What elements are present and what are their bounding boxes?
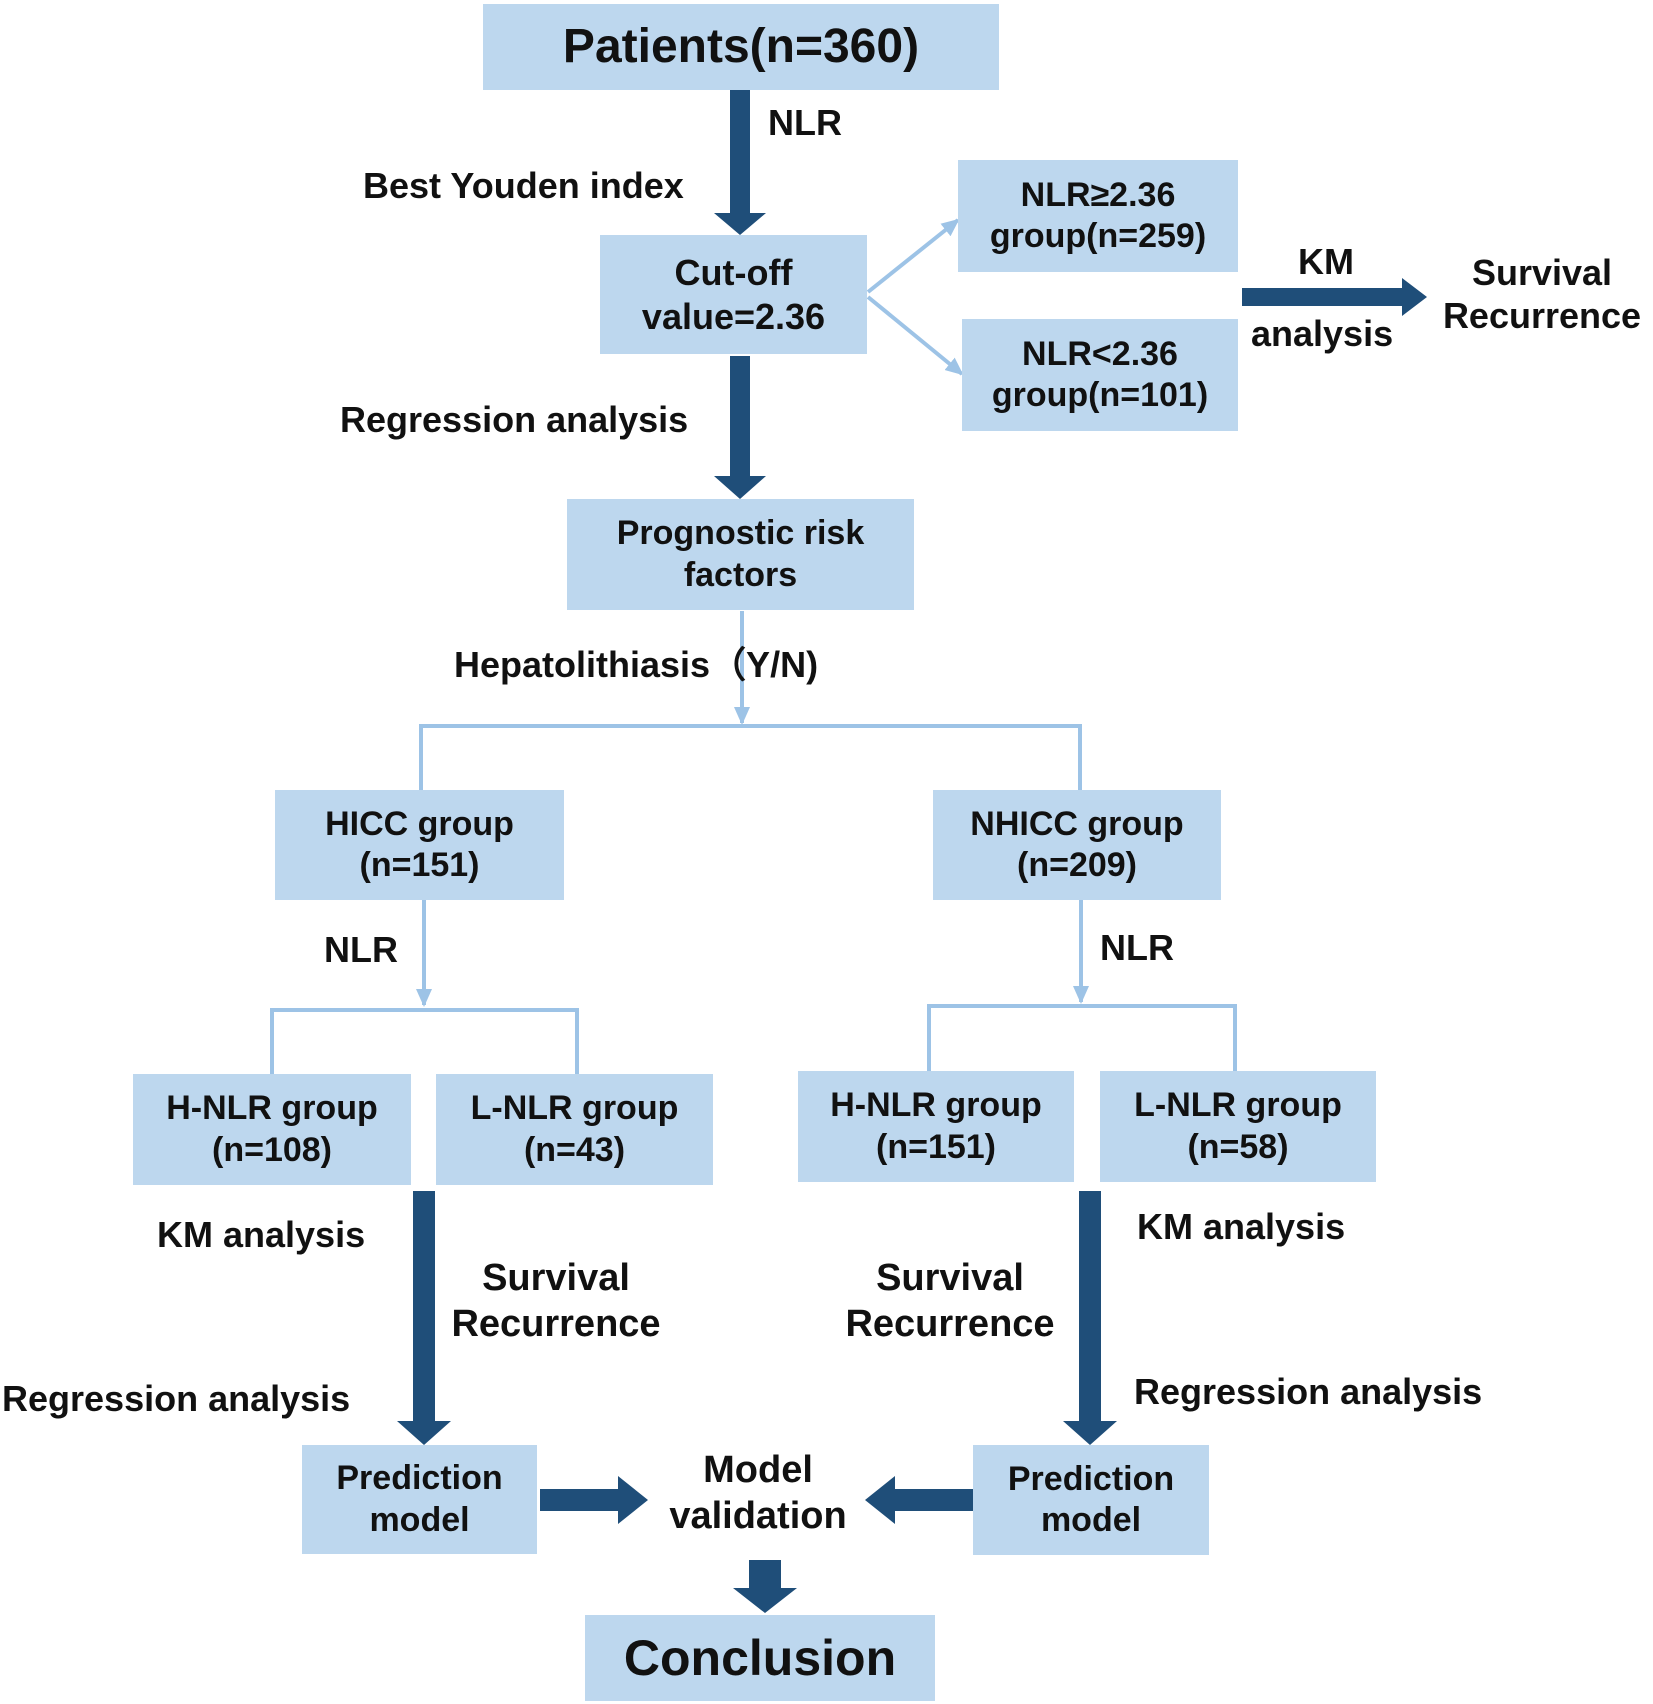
nhicc-h-nlr-line-2: (n=151): [876, 1127, 996, 1166]
nhicc-line-1: NHICC group: [970, 804, 1184, 843]
prognostic-factors-box: Prognostic risk factors: [567, 499, 914, 610]
prediction-model-right-box: Prediction model: [973, 1445, 1209, 1555]
label-regression-top: Regression analysis: [340, 399, 689, 440]
nlr-low-line-1: NLR<2.36: [1022, 334, 1178, 373]
split-nhicc-nlr: [927, 1004, 1237, 1071]
recurrence-top: Recurrence: [1442, 295, 1642, 337]
nhicc-l-nlr-line-2: (n=58): [1187, 1127, 1289, 1166]
arrow-validation-to-conclusion: [733, 1560, 797, 1613]
pred-right-line-2: model: [1040, 1501, 1142, 1539]
cutoff-line-1: Cut-off: [674, 251, 793, 293]
thick-arrows: [397, 90, 1427, 1613]
arrow-nhicc-to-prediction: [1063, 1191, 1117, 1445]
nhicc-l-nlr-group-box: L-NLR group (n=58): [1100, 1071, 1376, 1182]
arrow-hicc-to-prediction: [397, 1191, 451, 1445]
branch-to-high-nlr: [866, 218, 960, 294]
nhicc-l-nlr-line-1: L-NLR group: [1134, 1086, 1342, 1125]
hicc-line-1: HICC group: [325, 804, 514, 843]
nlr-high-group-box: NLR≥2.36 group(n=259): [958, 160, 1238, 272]
label-nlr-top: NLR: [768, 102, 842, 143]
survival-right: Survival: [876, 1257, 1024, 1299]
arrow-cutoff-to-prognostic: [714, 356, 766, 499]
prognostic-line-2: factors: [683, 555, 798, 594]
nlr-high-line-1: NLR≥2.36: [1020, 175, 1176, 214]
label-model-validation: Model validation: [648, 1448, 868, 1539]
split-hicc-nhicc: [419, 724, 1082, 790]
label-km: KM: [1298, 241, 1354, 282]
survival-top: Survival: [1471, 252, 1613, 293]
nhicc-group-box: NHICC group (n=209): [933, 790, 1221, 900]
validation-word: validation: [669, 1494, 847, 1537]
label-km-analysis-left: KM analysis: [157, 1214, 366, 1255]
survival-left: Survival: [482, 1257, 630, 1299]
branch-to-low-nlr: [866, 295, 964, 376]
conclusion-label: Conclusion: [623, 1629, 897, 1686]
nhicc-h-nlr-line-1: H-NLR group: [830, 1086, 1042, 1125]
pred-right-line-1: Prediction: [1007, 1459, 1175, 1498]
hicc-l-nlr-line-2: (n=43): [523, 1130, 626, 1169]
hicc-h-nlr-line-2: (n=108): [212, 1130, 332, 1169]
arrow-left-pred-to-validation: [540, 1476, 648, 1524]
label-survival-recurrence-right: Survival Recurrence: [834, 1256, 1066, 1347]
label-best-youden: Best Youden index: [363, 165, 684, 206]
recurrence-left: Recurrence: [451, 1302, 661, 1345]
patients-box: Patients(n=360): [483, 4, 999, 90]
nlr-low-group-box: NLR<2.36 group(n=101): [962, 319, 1238, 431]
arrow-patients-to-cutoff: [714, 90, 766, 235]
label-nlr-left: NLR: [324, 929, 398, 970]
recurrence-right: Recurrence: [845, 1302, 1055, 1345]
nlr-high-line-2: group(n=259): [989, 217, 1207, 255]
label-regression-left: Regression analysis: [2, 1378, 351, 1419]
split-hicc-nlr: [270, 1008, 579, 1074]
label-analysis: analysis: [1251, 313, 1394, 354]
label-nlr-right: NLR: [1100, 927, 1174, 968]
hicc-h-nlr-group-box: H-NLR group (n=108): [133, 1074, 411, 1185]
label-hepatolithiasis: Hepatolithiasis（Y/N): [454, 644, 819, 685]
prognostic-line-1: Prognostic risk: [616, 514, 865, 553]
hicc-l-nlr-group-box: L-NLR group (n=43): [436, 1074, 713, 1185]
pred-left-line-1: Prediction: [336, 1459, 503, 1498]
nlr-low-line-2: group(n=101): [991, 376, 1209, 414]
label-survival-recurrence-left: Survival Recurrence: [440, 1256, 672, 1347]
label-survival-recurrence-top: Survival Recurrence: [1432, 251, 1652, 337]
hicc-h-nlr-line-1: H-NLR group: [166, 1089, 378, 1128]
cutoff-box: Cut-off value=2.36: [600, 235, 867, 354]
arrow-to-survival: [1242, 278, 1427, 316]
hicc-l-nlr-line-1: L-NLR group: [470, 1089, 679, 1128]
model-word: Model: [703, 1449, 813, 1491]
hicc-line-2: (n=151): [359, 846, 480, 884]
arrow-right-pred-to-validation: [865, 1476, 973, 1524]
conclusion-box: Conclusion: [585, 1615, 935, 1701]
nhicc-h-nlr-group-box: H-NLR group (n=151): [798, 1071, 1074, 1182]
label-km-analysis-right: KM analysis: [1137, 1206, 1346, 1247]
thin-connectors: [270, 218, 1237, 1074]
nhicc-line-2: (n=209): [1017, 846, 1137, 884]
hicc-group-box: HICC group (n=151): [275, 790, 564, 900]
prediction-model-left-box: Prediction model: [302, 1445, 537, 1554]
label-regression-right: Regression analysis: [1134, 1371, 1483, 1412]
pred-left-line-2: model: [369, 1500, 470, 1539]
patients-label: Patients(n=360): [562, 19, 920, 73]
cutoff-line-2: value=2.36: [641, 295, 826, 337]
